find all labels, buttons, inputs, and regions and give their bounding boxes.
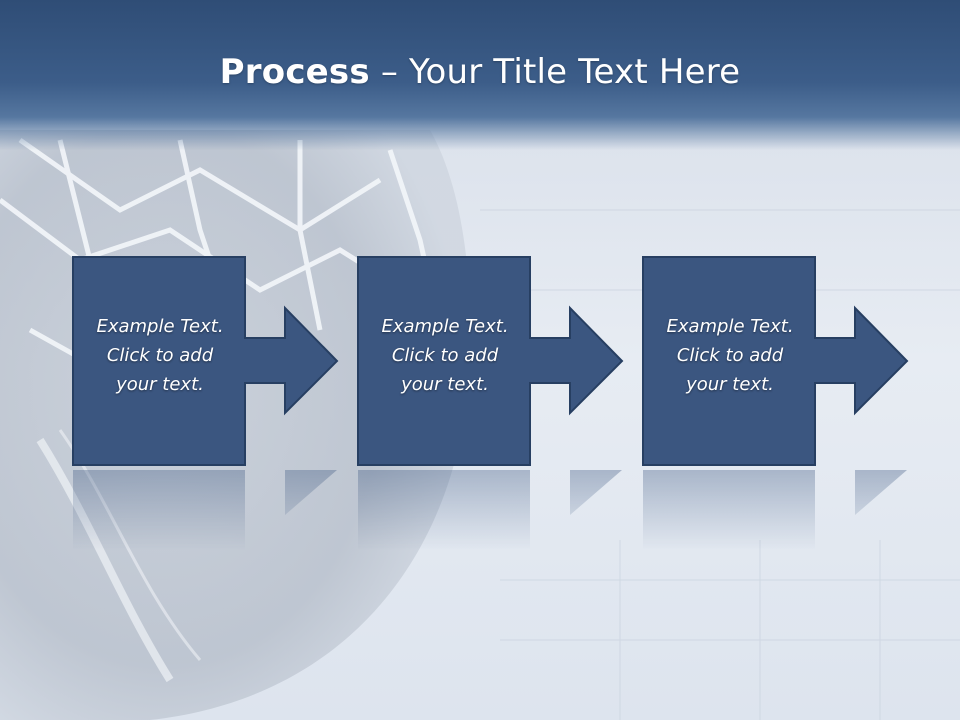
process-step-3[interactable]: Example Text. Click to add your text. — [642, 256, 909, 466]
process-step-2[interactable]: Example Text. Click to add your text. — [357, 256, 624, 466]
title-bold-part: Process — [219, 52, 370, 92]
step-3-text[interactable]: Example Text. Click to add your text. — [642, 312, 818, 399]
process-step-1[interactable]: Example Text. Click to add your text. — [72, 256, 339, 466]
step-1-line-1: Example Text. — [96, 316, 224, 337]
step-1-reflection — [73, 470, 337, 550]
step-2-line-3: your text. — [401, 374, 489, 395]
step-2-line-2: Click to add — [391, 345, 499, 366]
step-2-line-1: Example Text. — [381, 316, 509, 337]
step-3-reflection — [643, 470, 907, 550]
step-2-text[interactable]: Example Text. Click to add your text. — [357, 312, 533, 399]
step-2-reflection — [358, 470, 622, 550]
title-regular-part: – Your Title Text Here — [380, 52, 741, 92]
step-1-line-3: your text. — [116, 374, 204, 395]
slide-title[interactable]: Process – Your Title Text Here — [0, 52, 960, 92]
step-arrow-shape — [357, 256, 624, 466]
step-arrow-shape — [642, 256, 909, 466]
step-1-text[interactable]: Example Text. Click to add your text. — [72, 312, 248, 399]
step-1-line-2: Click to add — [106, 345, 214, 366]
step-3-line-2: Click to add — [676, 345, 784, 366]
step-3-line-1: Example Text. — [666, 316, 794, 337]
title-band — [0, 0, 960, 150]
step-arrow-shape — [72, 256, 339, 466]
step-3-line-3: your text. — [686, 374, 774, 395]
